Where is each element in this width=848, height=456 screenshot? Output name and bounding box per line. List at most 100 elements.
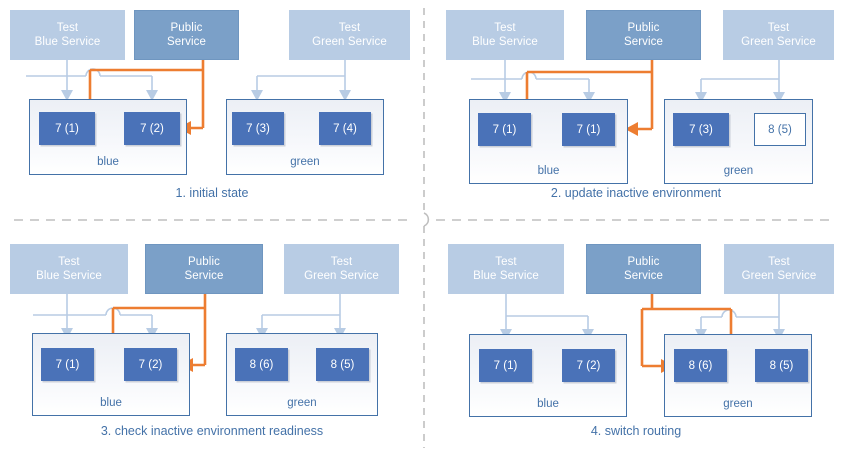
instance-green-2[interactable]: 8 (5) <box>755 349 808 382</box>
wire-test-blue-bus-right <box>66 75 153 90</box>
instance-green-1[interactable]: 7 (3) <box>232 112 284 145</box>
panel-1: Test Blue Service Public Service Test Gr… <box>0 0 424 228</box>
panel-4: Test Blue Service Public Service Test Gr… <box>424 228 848 456</box>
wire-public-to-blue-2 <box>637 72 654 131</box>
instance-blue-1-label: 7 (1) <box>492 123 517 136</box>
service-public-line2: Service <box>623 270 664 282</box>
service-test-green[interactable]: Test Green Service <box>723 10 834 60</box>
connector-layer-panel-3 <box>33 294 346 372</box>
service-test-green-line1: Test <box>768 256 790 268</box>
instance-green-1-label: 7 (3) <box>246 122 270 135</box>
instance-blue-2-label: 7 (2) <box>576 359 601 372</box>
instance-green-2-label: 8 (5) <box>330 358 355 371</box>
divider-hop-arc <box>423 212 430 227</box>
env-green-label: green <box>287 397 317 409</box>
instance-blue-2[interactable]: 7 (1) <box>562 113 615 146</box>
service-test-green-line2: Green Service <box>304 270 379 282</box>
instance-blue-1[interactable]: 7 (1) <box>478 113 531 146</box>
service-test-blue[interactable]: Test Blue Service <box>446 10 564 60</box>
service-public[interactable]: Public Service <box>134 10 239 60</box>
service-public[interactable]: Public Service <box>586 10 701 60</box>
service-test-blue-line2: Blue Service <box>34 36 101 48</box>
wire-test-green-bus <box>261 294 341 328</box>
service-public[interactable]: Public Service <box>145 244 263 294</box>
wire-public-to-blue-1 <box>88 60 205 130</box>
instance-green-2-label: 7 (4) <box>333 122 357 135</box>
instance-blue-2-label: 7 (2) <box>138 358 163 371</box>
wire-test-green-bus-left <box>700 316 780 329</box>
arrowhead-public-blue-2 <box>625 122 638 136</box>
connector-layer-panel-1 <box>26 60 351 135</box>
service-test-blue-line1: Test <box>494 22 516 34</box>
service-test-blue[interactable]: Test Blue Service <box>10 10 125 60</box>
wire-test-blue-bus-left <box>26 60 86 77</box>
service-test-blue[interactable]: Test Blue Service <box>10 244 128 294</box>
instance-green-1-label: 7 (3) <box>689 123 713 136</box>
panel-1-caption: 1. initial state <box>175 186 249 200</box>
instance-blue-2[interactable]: 7 (2) <box>124 348 177 381</box>
instance-blue-1-label: 7 (1) <box>55 358 80 371</box>
service-test-blue-line2: Blue Service <box>472 36 538 48</box>
instance-blue-2[interactable]: 7 (2) <box>124 112 180 145</box>
arrowhead-test-blue-2 <box>583 92 595 103</box>
arrowhead-test-green-2 <box>773 92 785 103</box>
service-test-green[interactable]: Test Green Service <box>289 10 410 60</box>
service-test-blue-line1: Test <box>58 256 80 268</box>
panel-4-caption: 4. switch routing <box>590 424 682 438</box>
service-test-green[interactable]: Test Green Service <box>724 244 834 294</box>
service-public-line1: Public <box>627 22 660 34</box>
wire-test-green-bus <box>256 60 346 90</box>
instance-blue-1[interactable]: 7 (1) <box>41 348 94 381</box>
instance-green-1-label: 8 (6) <box>688 359 713 372</box>
instance-green-1[interactable]: 7 (3) <box>673 113 729 146</box>
service-test-green-line2: Green Service <box>312 36 387 48</box>
service-public-line1: Public <box>627 256 660 268</box>
service-test-green-line2: Green Service <box>741 36 816 48</box>
panel-3-caption: 3. check inactive environment readiness <box>100 424 324 438</box>
wire-test-blue-bus-left <box>471 60 522 80</box>
instance-blue-2[interactable]: 7 (2) <box>562 349 615 382</box>
instance-green-2[interactable]: 8 (5) <box>754 113 806 146</box>
instance-blue-1[interactable]: 7 (1) <box>39 112 95 145</box>
wire-test-blue-bus-right <box>504 78 590 92</box>
instance-green-1-label: 8 (6) <box>249 358 274 371</box>
service-test-blue[interactable]: Test Blue Service <box>448 244 564 294</box>
instance-blue-2-label: 7 (2) <box>140 122 164 135</box>
wire-test-blue-bus <box>505 294 589 329</box>
env-blue-label: blue <box>97 156 119 168</box>
arrowhead-test-green-1 <box>695 92 707 103</box>
arrowhead-test-green-1 <box>251 90 263 101</box>
instance-blue-1-label: 7 (1) <box>55 122 79 135</box>
service-test-green-line2: Green Service <box>741 270 817 282</box>
wire-test-blue-bus-left <box>33 294 106 316</box>
panel-2-caption: 2. update inactive environment <box>550 186 722 200</box>
service-public-line1: Public <box>170 22 203 34</box>
instance-green-1[interactable]: 8 (6) <box>235 348 288 381</box>
service-public-line2: Service <box>623 36 664 48</box>
env-blue-label: blue <box>537 398 559 410</box>
arrowhead-test-green-2 <box>339 90 351 101</box>
wire-test-green-bus <box>700 60 780 92</box>
arrowhead-test-blue-1 <box>499 92 511 103</box>
panel-3: Test Blue Service Public Service Test Gr… <box>0 228 424 456</box>
instance-green-1[interactable]: 8 (6) <box>674 349 727 382</box>
env-green-label: green <box>723 165 754 177</box>
wire-test-blue-bus-right <box>66 314 153 328</box>
service-public[interactable]: Public Service <box>586 244 701 294</box>
wire-public-to-blue-1 <box>111 294 207 367</box>
instance-blue-1[interactable]: 7 (1) <box>479 349 532 382</box>
instance-green-2-label: 8 (5) <box>768 123 792 136</box>
panel-2: Test Blue Service Public Service Test Gr… <box>424 0 848 228</box>
arrowhead-test-blue-1 <box>61 90 73 101</box>
service-test-blue-line1: Test <box>56 22 79 34</box>
service-test-blue-line1: Test <box>495 256 517 268</box>
wire-public-to-blue-1 <box>525 60 654 131</box>
service-test-green-line1: Test <box>338 22 361 34</box>
service-test-green[interactable]: Test Green Service <box>284 244 399 294</box>
wire-public-to-green-1 <box>640 294 662 368</box>
instance-green-2[interactable]: 7 (4) <box>319 112 371 145</box>
instance-green-2[interactable]: 8 (5) <box>316 348 369 381</box>
env-blue-label: blue <box>537 165 560 177</box>
instance-blue-2-label: 7 (1) <box>576 123 601 136</box>
